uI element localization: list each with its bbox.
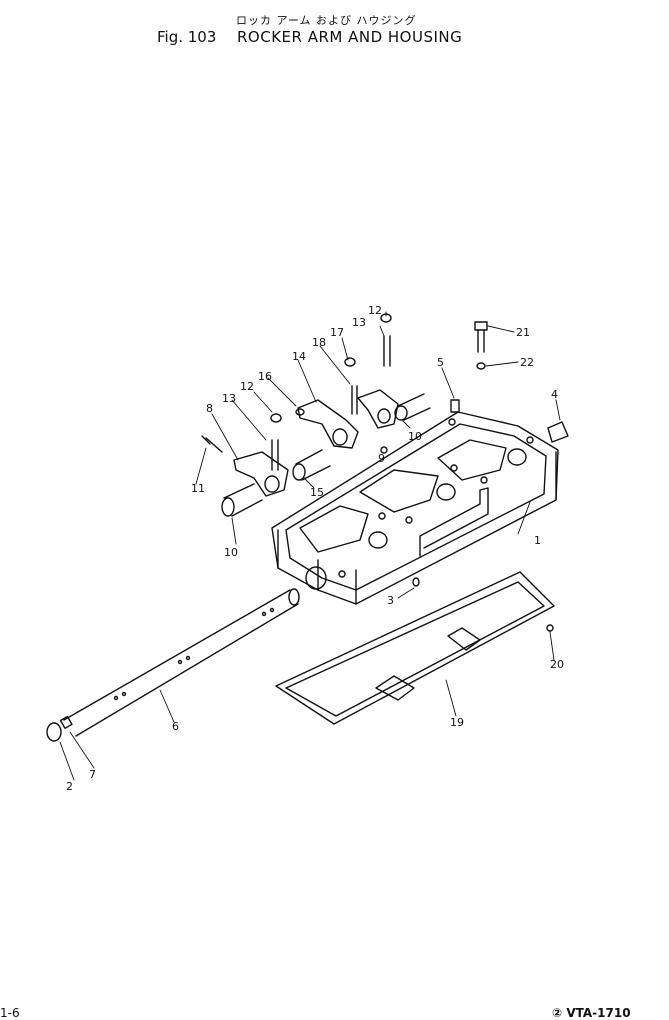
callout-17: 17	[330, 326, 344, 339]
drawing-code: ② VTA-1710	[552, 1006, 631, 1020]
callout-16: 16	[258, 370, 272, 383]
leader-lines	[59, 311, 561, 781]
callout-6: 6	[172, 720, 179, 733]
callout-21: 21	[516, 326, 530, 339]
callout-7: 7	[89, 768, 96, 781]
callout-10-lower: 10	[224, 546, 238, 559]
callout-5: 5	[437, 356, 444, 369]
rocker-arms	[233, 389, 399, 497]
bushings	[221, 393, 431, 517]
callout-9: 9	[378, 452, 385, 465]
callout-3: 3	[387, 594, 394, 607]
dowel-pin	[450, 399, 460, 413]
callout-13-right: 13	[352, 316, 366, 329]
figure-title: ROCKER ARM AND HOUSING	[237, 28, 463, 46]
callout-14: 14	[292, 350, 306, 363]
callout-19: 19	[450, 716, 464, 729]
callout-13-left: 13	[222, 392, 236, 405]
callout-18: 18	[312, 336, 326, 349]
callout-1: 1	[534, 534, 541, 547]
housing-gasket	[275, 571, 555, 725]
figure-number: Fig. 103	[157, 28, 217, 46]
callout-12-right: 12	[368, 304, 382, 317]
callout-10-upper: 10	[408, 430, 422, 443]
callout-4: 4	[551, 388, 558, 401]
callout-11: 11	[191, 482, 205, 495]
callout-15: 15	[310, 486, 324, 499]
washer	[476, 362, 486, 370]
callout-2: 2	[66, 780, 73, 793]
rocker-housing	[271, 411, 559, 605]
callout-12-left: 12	[240, 380, 254, 393]
plug	[46, 722, 62, 742]
bolt-head	[474, 321, 488, 331]
spring-pin	[59, 715, 73, 730]
o-ring	[546, 624, 554, 632]
callout-labels: 1 2 3 4 5 6 7 8 9 10 10 11 12 12 13 13 1…	[66, 304, 564, 793]
page-number: 1-6	[0, 1006, 20, 1020]
plug-cap	[547, 421, 569, 443]
callout-20: 20	[550, 658, 564, 671]
rocker-shaft	[63, 588, 300, 737]
adjusting-screws	[270, 313, 420, 587]
callout-8: 8	[206, 402, 213, 415]
subtitle-japanese: ロッカ アーム および ハウジング	[236, 14, 417, 27]
callout-22: 22	[520, 356, 534, 369]
bolt	[477, 329, 485, 353]
small-bolt	[201, 435, 223, 453]
